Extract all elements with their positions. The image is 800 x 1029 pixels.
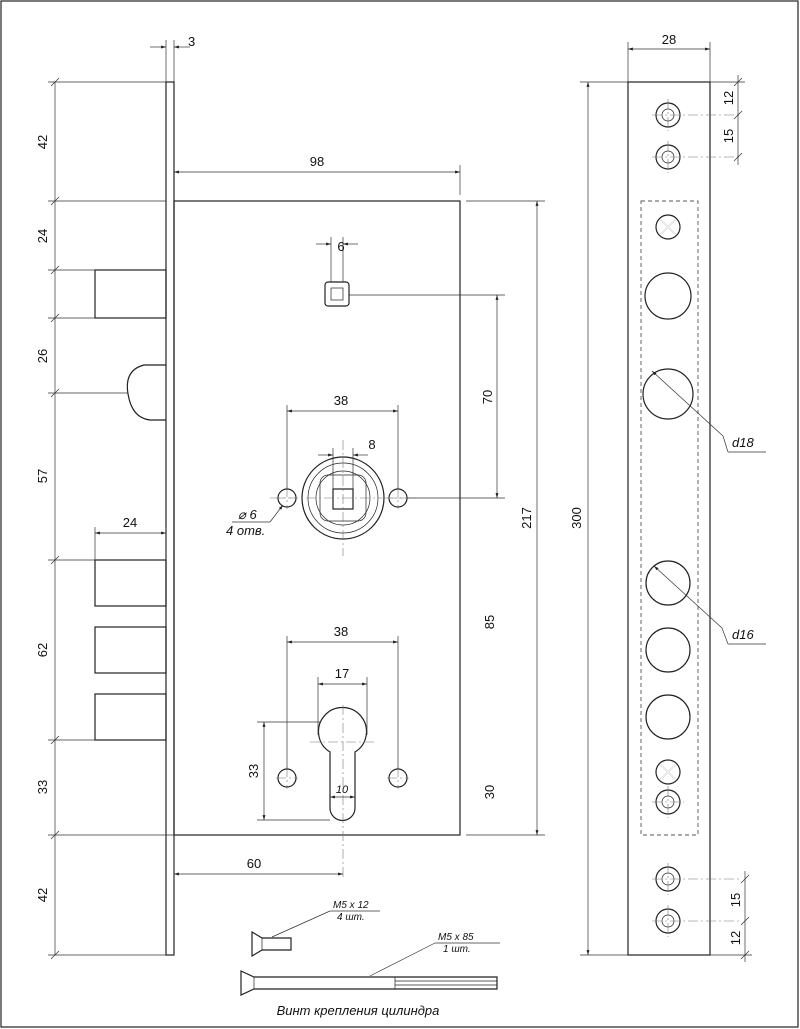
strike-cross-screw-bottom	[655, 759, 681, 785]
dim-bolt-top-offset: 24	[35, 229, 50, 243]
strike-latch-hole	[642, 368, 694, 420]
dim-backset: 60	[247, 856, 261, 871]
bolt-3	[94, 693, 167, 741]
dim-follower-to-cylinder: 85	[482, 615, 497, 629]
dim-strike-hole-pitch-bottom: 15	[728, 893, 743, 907]
strike-dimensions: 28 300 12 15 15 12 d18	[569, 32, 766, 962]
dim-case-width: 98	[310, 154, 324, 169]
strike-bolt-hole-1	[644, 272, 692, 320]
strike-bolt-hole-4	[645, 694, 691, 740]
dim-spindle-square: 6	[337, 239, 344, 254]
dim-strike-hole-bottom: 12	[728, 931, 743, 945]
strike-bolt-hole-3	[645, 627, 691, 673]
dim-strike-width: 28	[662, 32, 676, 47]
strike-plate	[627, 81, 740, 956]
cylinder-cutout	[317, 706, 368, 822]
spindle-square	[330, 287, 344, 301]
lock-case	[173, 200, 461, 836]
holes-diameter-label: ⌀ 6	[238, 507, 257, 522]
dim-latch-to-bolts: 57	[35, 469, 50, 483]
screw-long-size: M5 x 85	[438, 932, 474, 943]
bolt-top	[94, 269, 167, 319]
dim-case-height: 217	[519, 507, 534, 529]
dim-strike-hole-pitch-top: 15	[721, 129, 736, 143]
dim-spindle-to-follower: 70	[480, 390, 495, 404]
latch	[126, 364, 166, 421]
dim-bolts-span: 62	[35, 643, 50, 657]
spindle-boss	[324, 281, 350, 307]
dim-bolts-to-bottom: 33	[35, 780, 50, 794]
faceplate	[165, 81, 175, 956]
screw-short-count: 4 шт.	[337, 912, 365, 923]
dim-bolt-to-latch: 26	[35, 349, 50, 363]
dim-cylinder-holes-spacing: 38	[334, 624, 348, 639]
dim-bottom-offset: 42	[35, 888, 50, 902]
dim-follower-square: 8	[368, 437, 375, 452]
screw-long	[240, 970, 498, 996]
bolt-1	[94, 559, 167, 607]
strike-cross-screw-top	[655, 214, 681, 240]
dim-cylinder-height: 33	[246, 764, 261, 778]
dim-follower-holes-spacing: 38	[334, 393, 348, 408]
dim-cylinder-width: 17	[335, 666, 349, 681]
bolt-2	[94, 626, 167, 674]
dim-strike-hole-top: 12	[721, 91, 736, 105]
strike-plate-outline	[627, 81, 711, 956]
strike-box-outline	[640, 200, 699, 836]
lock-dimensions: 42 24 26 57 62 33 42 3 98 24 6 70	[35, 34, 545, 960]
holes-count-label: 4 отв.	[226, 523, 265, 538]
screw-long-count: 1 шт.	[443, 944, 471, 955]
screw-short-size: M5 x 12	[333, 900, 369, 911]
dim-strike-height: 300	[569, 507, 584, 529]
dim-faceplate-thickness: 3	[188, 34, 195, 49]
small-hole-diameter-label: d16	[732, 627, 754, 642]
dim-cylinder-slot: 10	[336, 784, 349, 796]
cylinder-screw-caption: Винт крепления цилиндра	[277, 1003, 440, 1018]
screws: M5 x 12 4 шт. M5 x 85 1 шт. Винт креплен…	[240, 900, 500, 1018]
dim-cylinder-to-bottom: 30	[482, 785, 497, 799]
screw-short	[251, 930, 292, 958]
strike-bolt-hole-2	[645, 560, 691, 606]
lock-body	[94, 81, 461, 956]
dim-top-offset: 42	[35, 135, 50, 149]
large-hole-diameter-label: d18	[732, 435, 754, 450]
dim-bolt-length: 24	[123, 515, 137, 530]
